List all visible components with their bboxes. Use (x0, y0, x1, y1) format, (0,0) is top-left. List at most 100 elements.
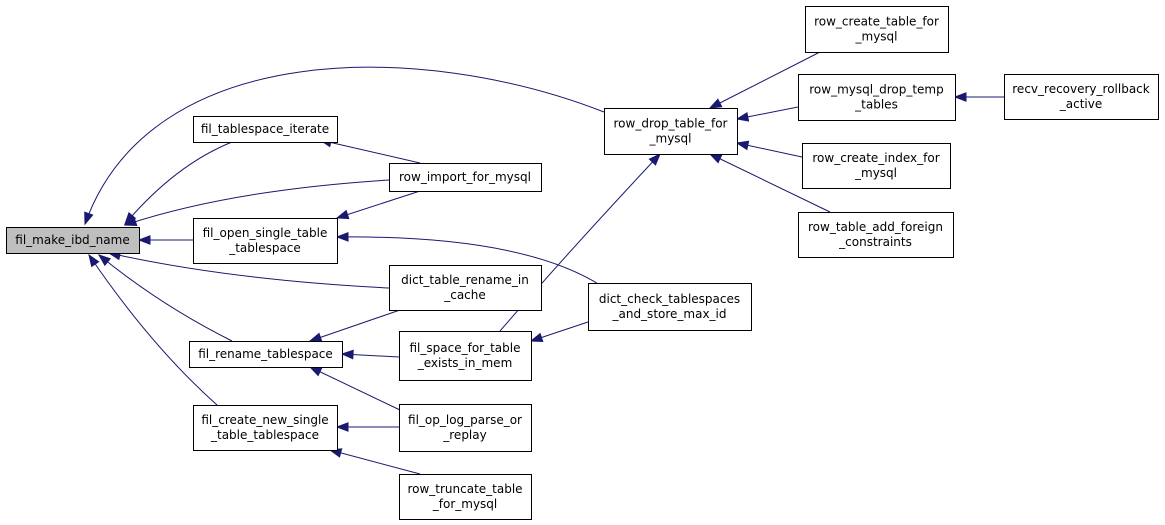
node-row_create_index_for_mysql[interactable]: row_create_index_for_mysql (802, 143, 951, 189)
edge-line (329, 449, 421, 475)
node-fil_rename_tablespace[interactable]: fil_rename_tablespace (189, 341, 343, 368)
arrowhead (335, 209, 350, 220)
node-label: fil_make_ibd_name (15, 233, 129, 247)
arrowhead (88, 253, 100, 268)
edge-line (709, 153, 831, 213)
edge-line (124, 179, 390, 226)
node-box[interactable] (193, 116, 338, 143)
node-fil_space_for_table_exists_in_mem[interactable]: fil_space_for_table_exists_in_mem (399, 331, 532, 381)
arrowhead (708, 153, 723, 164)
node-dict_check_tablespaces_and_store_max_id[interactable]: dict_check_tablespaces_and_store_max_id (588, 283, 752, 331)
arrowhead (308, 366, 323, 377)
arrowhead (335, 231, 349, 242)
edge-recv_recovery_rollback_active-to-row_mysql_drop_temp_tables (953, 92, 1004, 102)
node-dict_table_rename_in_cache[interactable]: dict_table_rename_in_cache (389, 265, 542, 311)
node-label: _cache (443, 288, 486, 302)
node-box[interactable] (798, 74, 956, 121)
node-row_table_add_foreign_constraints[interactable]: row_table_add_foreign_constraints (798, 212, 954, 258)
node-label: _constraints (838, 235, 912, 249)
node-label: _table_tablespace (210, 428, 319, 442)
arrowhead (84, 211, 94, 226)
node-row_create_table_for_mysql[interactable]: row_create_table_for_mysql (805, 6, 949, 53)
node-label: row_mysql_drop_temp (809, 83, 943, 97)
node-box[interactable] (6, 227, 140, 254)
node-row_truncate_table_for_mysql[interactable]: row_truncate_table_for_mysql (399, 474, 532, 520)
edge-row_import_for_mysql-to-fil_make_ibd_name (123, 179, 390, 227)
node-box[interactable] (1004, 74, 1159, 120)
node-label: dict_table_rename_in (401, 273, 529, 287)
arrowhead (335, 422, 349, 432)
arrowhead (123, 216, 138, 227)
arrowhead (97, 254, 112, 267)
edge-line (336, 190, 421, 219)
arrowhead (340, 349, 354, 360)
edge-fil_rename_tablespace-to-fil_make_ibd_name (97, 254, 233, 342)
node-label: fil_open_single_table (203, 226, 328, 240)
edge-line (88, 254, 218, 406)
edge-fil_create_new_single_table_tablespace-to-fil_make_ibd_name (88, 253, 218, 406)
node-label: fil_tablespace_iterate (201, 122, 329, 136)
node-label: row_create_index_for (812, 151, 939, 165)
arrowhead (735, 140, 750, 151)
arrowhead (308, 332, 323, 342)
edge-row_create_table_for_mysql-to-row_drop_table_for_mysql (708, 51, 821, 109)
nodes-layer: fil_make_ibd_name fil_tablespace_iteratef… (6, 6, 1159, 520)
node-box[interactable] (193, 218, 338, 264)
node-label: recv_recovery_rollback (1012, 82, 1150, 96)
edge-line (98, 254, 233, 342)
edge-line (108, 252, 390, 289)
node-label: _for_mysql (432, 497, 498, 511)
arrowhead (953, 92, 967, 102)
edge-dict_check_tablespaces_and_store_max_id-to-fil_space_for_table_exists_in_mem (529, 321, 589, 343)
node-label: _mysql (854, 166, 897, 180)
node-label: fil_space_for_table (410, 341, 521, 355)
node-box[interactable] (805, 6, 949, 53)
node-label: dict_check_tablespaces (599, 292, 740, 306)
node-box[interactable] (399, 404, 532, 452)
edge-fil_tablespace_iterate-to-fil_make_ibd_name (124, 141, 233, 226)
node-fil_create_new_single_table_tablespace[interactable]: fil_create_new_single_table_tablespace (193, 405, 338, 451)
edge-dict_table_rename_in_cache-to-fil_rename_tablespace (308, 309, 401, 342)
arrowhead (648, 152, 661, 166)
node-label: _exists_in_mem (417, 356, 513, 370)
arrowhead (137, 235, 151, 245)
node-fil_tablespace_iterate[interactable]: fil_tablespace_iterate (193, 116, 338, 143)
edge-fil_op_log_parse_or_replay-to-fil_create_new_single_table_tablespace (335, 422, 399, 432)
node-label: row_drop_table_for (614, 117, 728, 131)
node-label: _mysql (855, 30, 898, 44)
node-fil_op_log_parse_or_replay[interactable]: fil_op_log_parse_or_replay (399, 404, 532, 452)
edge-line (309, 309, 401, 342)
node-recv_recovery_rollback_active[interactable]: recv_recovery_rollback_active (1004, 74, 1159, 120)
node-box[interactable] (193, 405, 338, 451)
node-box[interactable] (588, 283, 752, 331)
node-label: _active (1059, 97, 1102, 111)
node-row_import_for_mysql[interactable]: row_import_for_mysql (389, 163, 542, 192)
node-fil_open_single_table_tablespace[interactable]: fil_open_single_table_tablespace (193, 218, 338, 264)
edge-row_drop_table_for_mysql-to-fil_make_ibd_name (84, 66, 605, 226)
node-fil_make_ibd_name[interactable]: fil_make_ibd_name (6, 227, 140, 254)
edge-row_import_for_mysql-to-fil_open_single_table_tablespace (335, 190, 421, 220)
node-label: _mysql (649, 132, 692, 146)
node-box[interactable] (798, 212, 954, 258)
edge-row_create_index_for_mysql-to-row_drop_table_for_mysql (735, 140, 803, 158)
node-row_mysql_drop_temp_tables[interactable]: row_mysql_drop_temp_tables (798, 74, 956, 121)
node-label: row_table_add_foreign (808, 220, 943, 234)
node-row_drop_table_for_mysql[interactable]: row_drop_table_for_mysql (604, 108, 738, 155)
edge-row_mysql_drop_temp_tables-to-row_drop_table_for_mysql (735, 106, 799, 122)
node-label: row_truncate_table (407, 482, 522, 496)
node-box[interactable] (389, 163, 542, 192)
node-box[interactable] (389, 265, 542, 311)
edge-fil_open_single_table_tablespace-to-fil_make_ibd_name (137, 235, 193, 245)
node-box[interactable] (802, 143, 951, 189)
node-box[interactable] (189, 341, 343, 368)
edge-line (309, 366, 401, 411)
node-box[interactable] (399, 474, 532, 520)
edge-line (709, 51, 821, 109)
edge-line (124, 141, 233, 225)
node-box[interactable] (399, 331, 532, 381)
node-box[interactable] (604, 108, 738, 155)
edge-line (319, 139, 421, 164)
edge-fil_space_for_table_exists_in_mem-to-fil_rename_tablespace (340, 349, 400, 360)
node-label: row_import_for_mysql (399, 170, 531, 184)
